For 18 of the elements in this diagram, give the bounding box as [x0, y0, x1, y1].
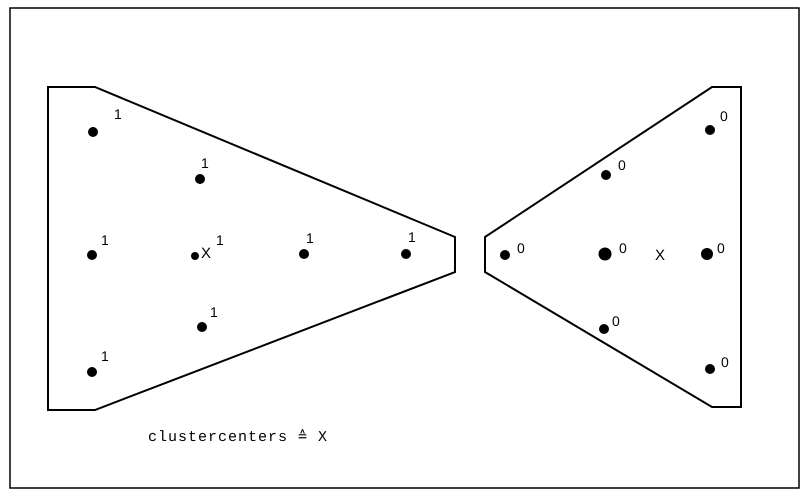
point-label: 1 [408, 230, 416, 244]
point-label: 1 [101, 233, 109, 247]
point-label: 1 [201, 156, 209, 170]
point-label: 0 [619, 241, 627, 255]
point-label: 0 [618, 158, 626, 172]
cluster-center-mark: X [655, 248, 666, 263]
point-label: 0 [721, 355, 729, 369]
point-label: 0 [612, 314, 620, 328]
point-label: 1 [210, 305, 218, 319]
point-label: 1 [101, 349, 109, 363]
point-label: 0 [517, 241, 525, 255]
point-label: 0 [717, 241, 725, 255]
cluster-center-mark: X [201, 246, 212, 261]
point-label: 1 [216, 233, 224, 247]
caption-text: clustercenters ≙ X [148, 430, 328, 445]
point-label: 0 [720, 109, 728, 123]
point-label: 1 [306, 231, 314, 245]
point-label: 1 [114, 107, 122, 121]
